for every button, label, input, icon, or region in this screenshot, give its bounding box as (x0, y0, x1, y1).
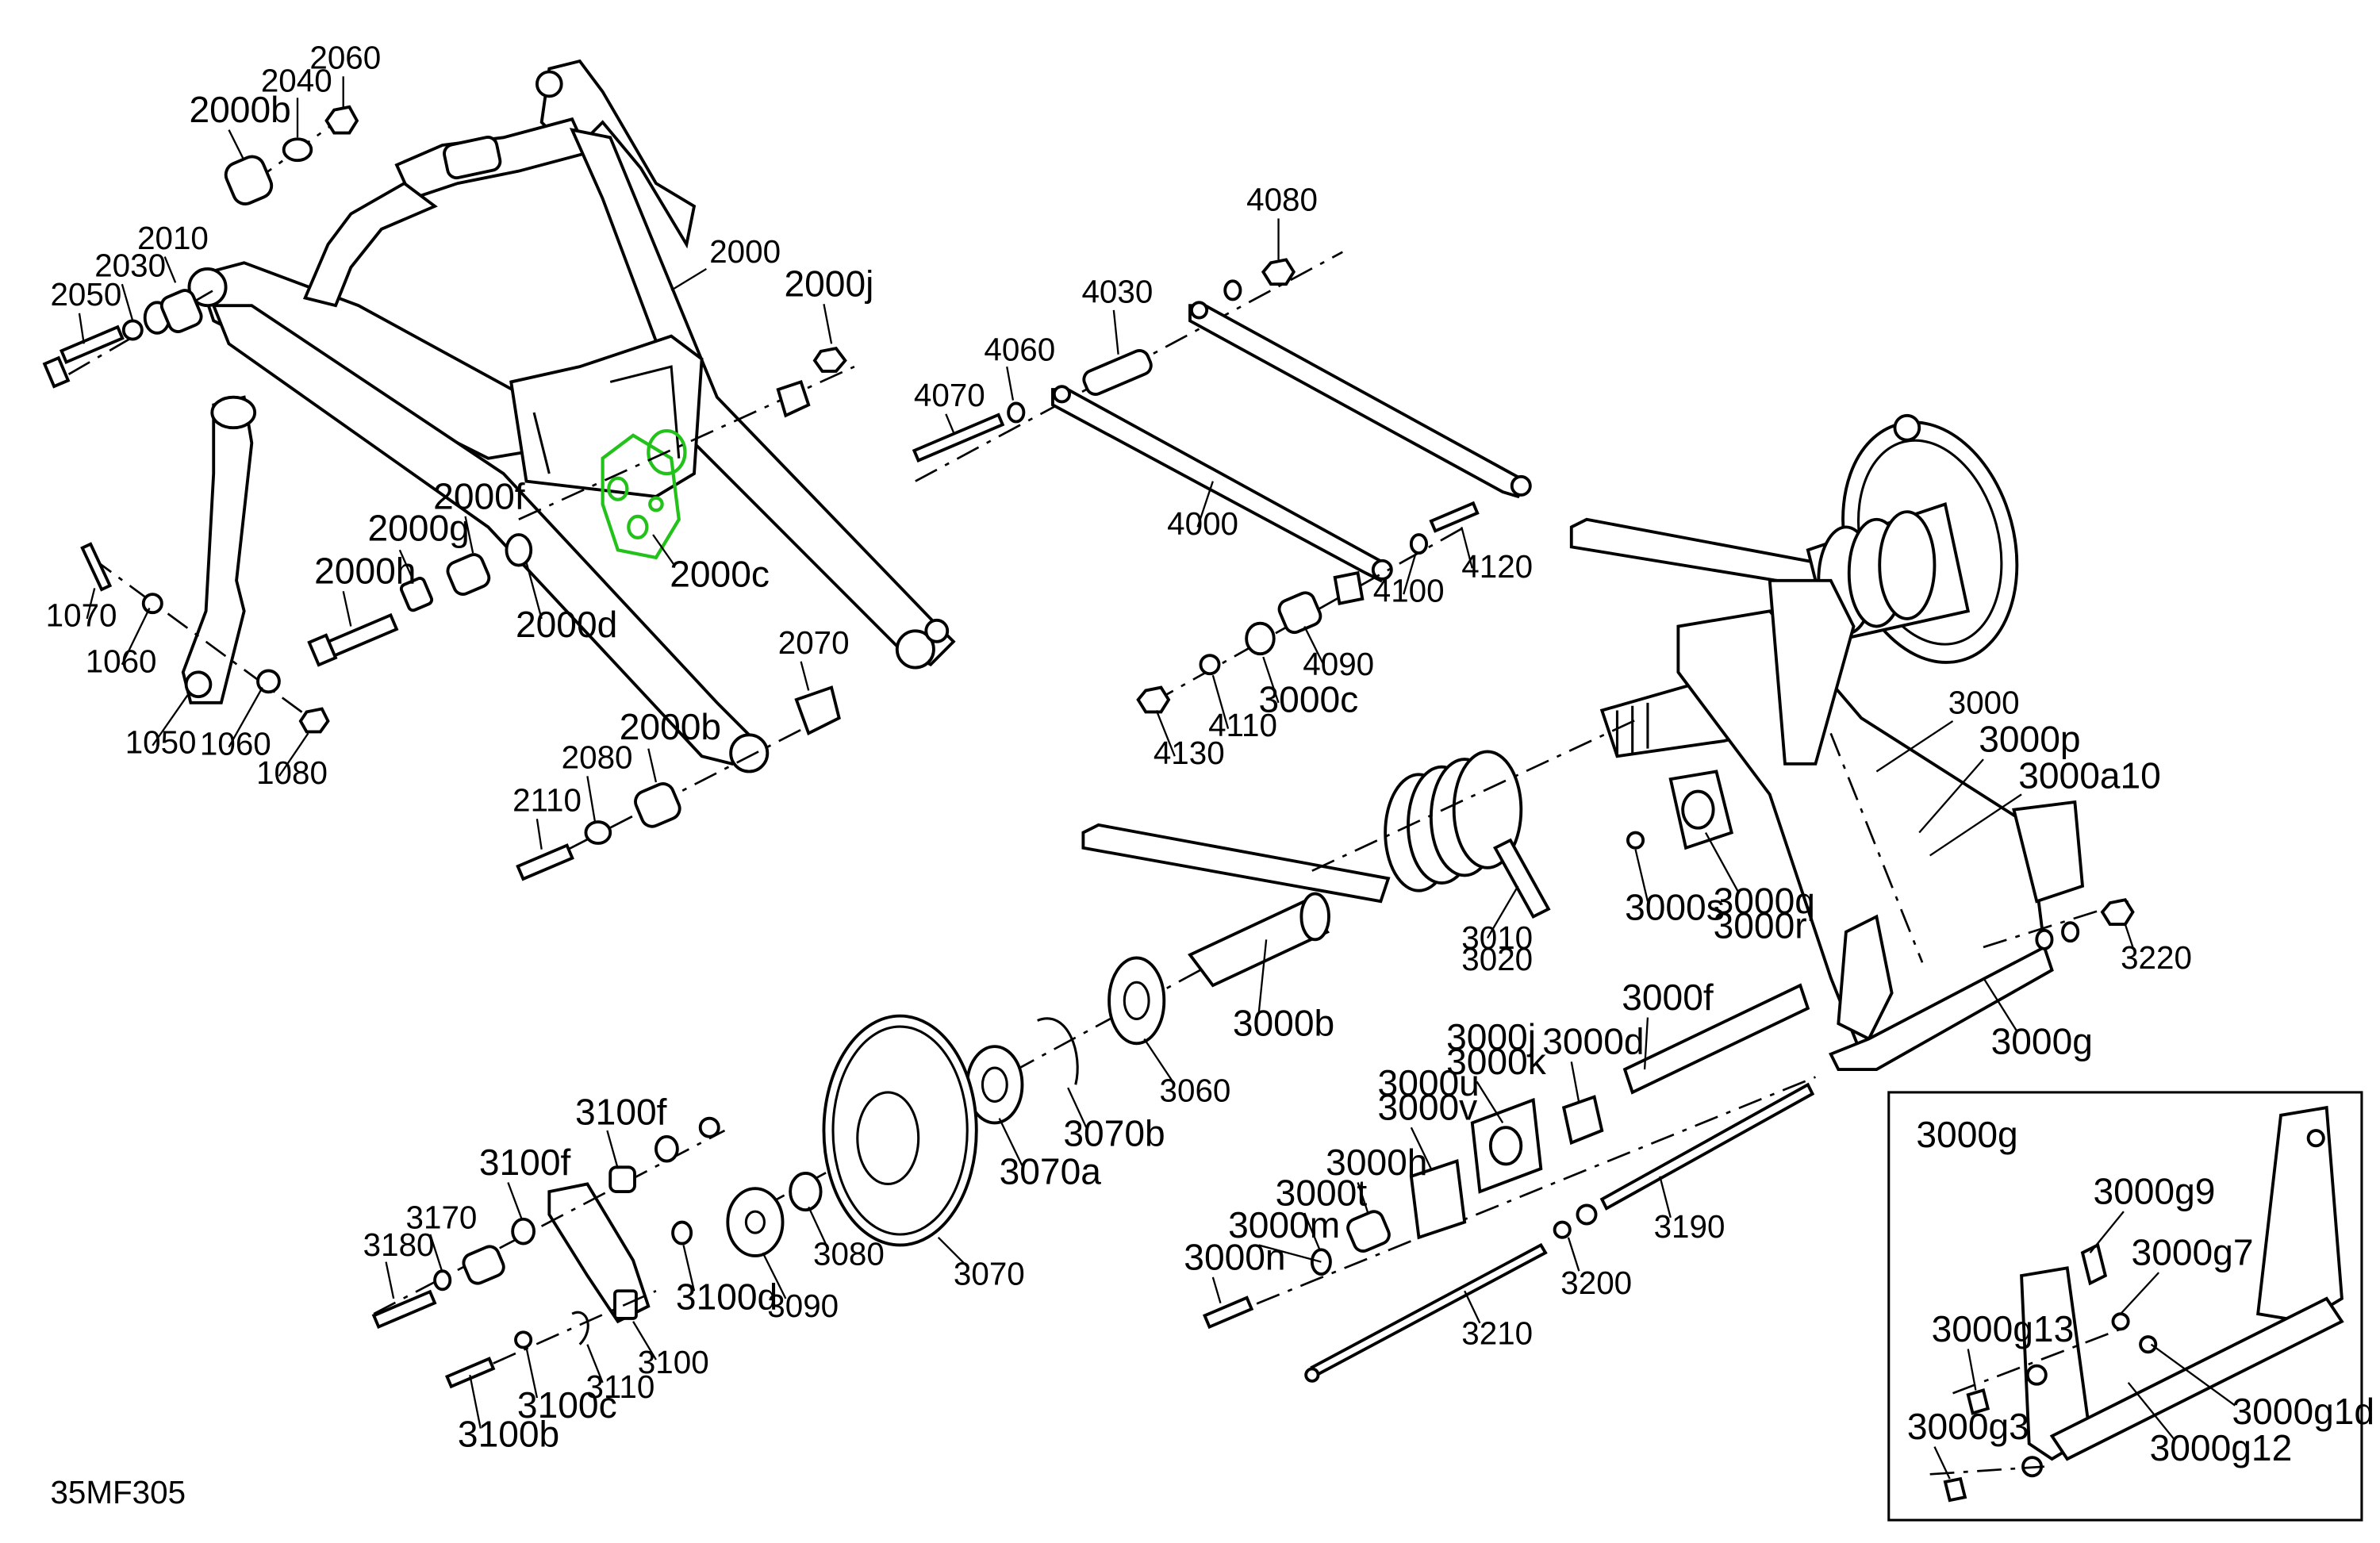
label-3070a: 3070a (1000, 1150, 1102, 1192)
label-2000f: 2000f (433, 475, 525, 516)
label-3200: 3200 (1560, 1265, 1632, 1301)
label-1060-b: 1060 (200, 725, 271, 762)
label-3000h: 3000h (1326, 1142, 1427, 1183)
label-1070: 1070 (46, 597, 117, 634)
label-3000: 3000 (1948, 684, 2020, 720)
label-2110: 2110 (512, 782, 582, 819)
label-3000s: 3000s (1625, 886, 1725, 927)
label-3010: 3010 (1461, 919, 1533, 956)
label-3100f-a: 3100f (575, 1091, 667, 1132)
label-3000c: 3000c (1259, 678, 1359, 720)
label-3090: 3090 (767, 1288, 839, 1324)
part-2000c-highlighted (601, 428, 687, 560)
arm-3100 (371, 1116, 726, 1389)
detail-title-3000g: 3000g (1916, 1114, 2017, 1155)
label-4130: 4130 (1154, 735, 1225, 771)
label-4070: 4070 (914, 377, 985, 413)
label-4060: 4060 (984, 331, 1055, 367)
upper-arm-2000 (187, 59, 956, 773)
label-3000a10: 3000a10 (2018, 755, 2161, 796)
label-4120: 4120 (1461, 548, 1533, 585)
label-3110: 3110 (585, 1368, 654, 1405)
label-2000b-bottom: 2000b (620, 706, 721, 747)
links-4000 (912, 251, 1532, 714)
label-3070b: 3070b (1063, 1112, 1165, 1153)
label-2080: 2080 (562, 739, 633, 776)
label-3100d: 3100d (676, 1276, 777, 1317)
label-2030: 2030 (94, 248, 166, 284)
label-2000d: 2000d (516, 604, 617, 645)
label-3000f: 3000f (1622, 977, 1714, 1018)
label-3100b: 3100b (458, 1414, 559, 1455)
lower-parts-3000 (1202, 983, 1816, 1383)
label-3000g13: 3000g13 (1932, 1308, 2075, 1349)
label-3070: 3070 (954, 1256, 1025, 1292)
label-4080: 4080 (1246, 182, 1318, 218)
label-3000p: 3000p (1979, 718, 2080, 759)
label-3000g: 3000g (1991, 1021, 2093, 1062)
label-3000m: 3000m (1228, 1204, 1340, 1246)
label-3000b: 3000b (1233, 1003, 1334, 1044)
label-3100c: 3100c (517, 1384, 617, 1426)
label-3000k: 3000k (1446, 1041, 1547, 1082)
diagram-id: 35MF305 (50, 1474, 186, 1510)
callout-labels: 2060 2040 2000b 2010 2030 2050 2000 2000… (46, 40, 2374, 1510)
label-3000g3: 3000g3 (1907, 1406, 2029, 1447)
label-3000r: 3000r (1714, 904, 1807, 946)
label-3000g12: 3000g12 (2150, 1427, 2293, 1468)
label-1080: 1080 (256, 754, 328, 791)
label-2010: 2010 (137, 220, 209, 256)
label-3000g9: 3000g9 (2093, 1170, 2215, 1211)
label-3190: 3190 (1654, 1208, 1726, 1245)
label-3210: 3210 (1461, 1315, 1533, 1352)
label-2000b-top: 2000b (189, 89, 290, 130)
label-3180: 3180 (363, 1226, 435, 1263)
label-3000u: 3000u (1378, 1062, 1480, 1104)
label-2040: 2040 (261, 63, 332, 99)
label-2000: 2000 (709, 233, 781, 270)
label-3000q: 3000q (1714, 881, 1815, 922)
bellcrank-1050 (80, 395, 330, 734)
frame-3000 (1569, 413, 2135, 1071)
label-2070: 2070 (778, 624, 850, 661)
spring-3010 (1081, 716, 1641, 919)
leader-lines (78, 76, 2236, 1480)
label-3100f-b: 3100f (479, 1142, 571, 1183)
label-2050: 2050 (50, 276, 121, 313)
label-2000c: 2000c (670, 553, 770, 594)
label-2000j: 2000j (784, 263, 873, 305)
label-3000t: 3000t (1276, 1172, 1368, 1213)
label-1060-a: 1060 (86, 643, 157, 679)
label-3000d: 3000d (1542, 1021, 1644, 1062)
label-2000g: 2000g (367, 508, 469, 549)
label-3170: 3170 (406, 1199, 478, 1235)
label-2000h: 2000h (314, 551, 416, 592)
label-4090: 4090 (1303, 646, 1374, 682)
label-2060: 2060 (309, 40, 381, 76)
label-1050: 1050 (125, 724, 197, 760)
label-3000v: 3000v (1378, 1087, 1478, 1128)
label-3000j: 3000j (1446, 1016, 1536, 1057)
wheel-assembly-3070 (726, 892, 1330, 1257)
label-3000g7: 3000g7 (2132, 1231, 2254, 1272)
label-3000n: 3000n (1184, 1236, 1285, 1277)
label-3020: 3020 (1461, 941, 1533, 977)
label-3000g1d: 3000g1d (2232, 1391, 2374, 1432)
label-4030: 4030 (1081, 273, 1153, 309)
detail-inset-3000g (1887, 1091, 2363, 1522)
label-4110: 4110 (1208, 707, 1277, 743)
